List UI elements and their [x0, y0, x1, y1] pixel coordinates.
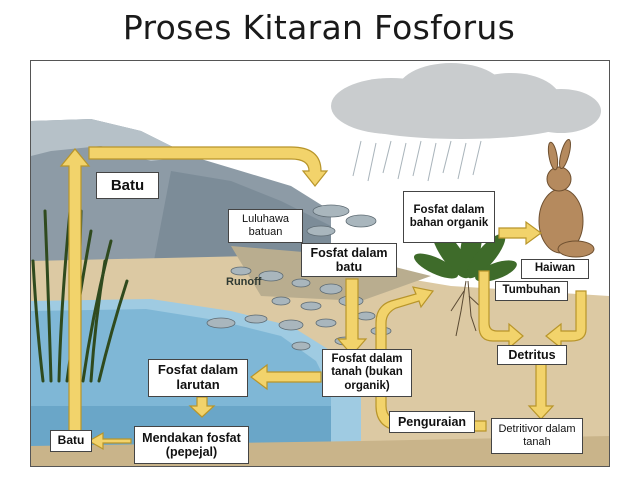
label-haiwan: Haiwan	[521, 259, 589, 279]
label-fosfat-bahan-organik: Fosfat dalam bahan organik	[403, 191, 495, 243]
label-batu-top: Batu	[96, 172, 159, 199]
label-batu-bottom: Batu	[50, 430, 92, 452]
diagram-frame: Batu Luluhawa batuan Fosfat dalam batu F…	[30, 60, 610, 467]
label-detritus: Detritus	[497, 345, 567, 365]
label-luluhawa-batuan: Luluhawa batuan	[228, 209, 303, 243]
label-penguraian: Penguraian	[389, 411, 475, 433]
label-tumbuhan: Tumbuhan	[495, 281, 568, 301]
label-fosfat-dalam-batu: Fosfat dalam batu	[301, 243, 397, 277]
label-runoff: Runoff	[226, 276, 261, 288]
label-mendakan-fosfat: Mendakan fosfat (pepejal)	[134, 426, 249, 464]
page-title: Proses Kitaran Fosforus	[0, 8, 638, 47]
label-fosfat-dalam-tanah: Fosfat dalam tanah (bukan organik)	[322, 349, 412, 397]
label-fosfat-dalam-larutan: Fosfat dalam larutan	[148, 359, 248, 397]
label-detritivor: Detritivor dalam tanah	[491, 418, 583, 454]
